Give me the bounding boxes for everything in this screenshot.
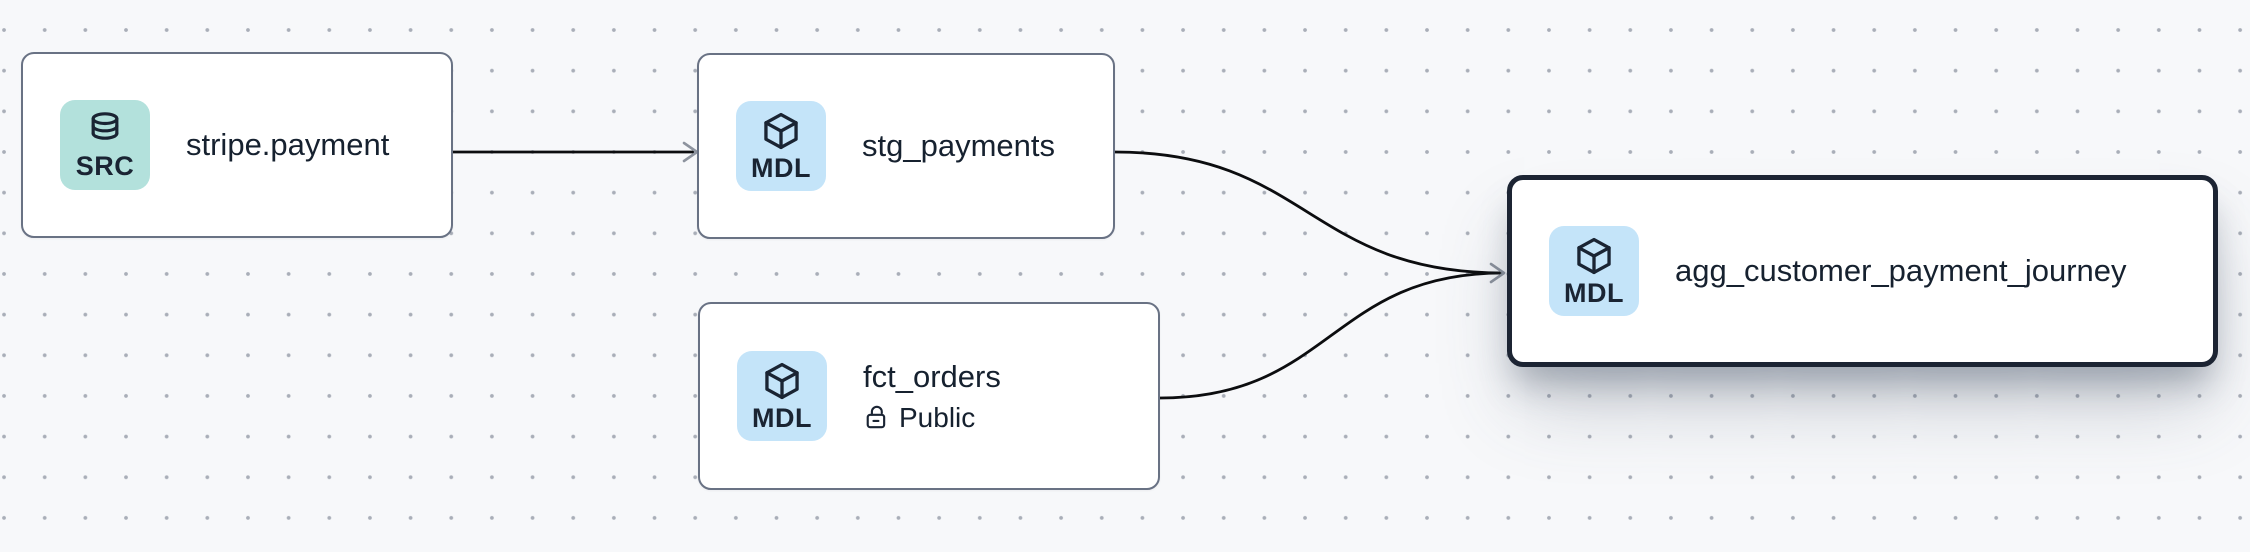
cube-icon bbox=[1577, 237, 1611, 275]
node-title: stg_payments bbox=[862, 127, 1055, 163]
model-type-badge: MDL bbox=[737, 351, 827, 441]
access-level-label: Public bbox=[899, 401, 976, 433]
badge-label: MDL bbox=[752, 403, 812, 433]
edge-stg-payments-to-agg-customer-payment-journey[interactable] bbox=[1114, 150, 1504, 275]
edge-fct-orders-to-agg-customer-payment-journey[interactable] bbox=[1159, 271, 1504, 400]
model-type-badge: MDL bbox=[1549, 226, 1639, 316]
node-agg-customer-payment-journey[interactable]: MDL agg_customer_payment_journey bbox=[1507, 175, 2218, 367]
node-fct-orders[interactable]: MDL fct_orders Public bbox=[698, 302, 1160, 490]
cube-icon bbox=[765, 362, 799, 400]
node-stg-payments[interactable]: MDL stg_payments bbox=[697, 53, 1115, 239]
badge-label: SRC bbox=[75, 151, 135, 181]
node-stripe-payment[interactable]: SRC stripe.payment bbox=[21, 52, 453, 238]
badge-label: MDL bbox=[1564, 278, 1624, 308]
badge-label: MDL bbox=[751, 153, 811, 183]
access-level-row: Public bbox=[863, 401, 976, 433]
source-type-badge: SRC bbox=[60, 100, 150, 190]
node-title: fct_orders bbox=[863, 359, 1001, 395]
model-type-badge: MDL bbox=[736, 101, 826, 191]
arrowhead-into-agg-customer-payment-journey bbox=[1489, 262, 1506, 284]
cube-icon bbox=[764, 112, 798, 150]
node-title: agg_customer_payment_journey bbox=[1675, 252, 2127, 288]
database-icon bbox=[91, 112, 119, 140]
lock-open-icon bbox=[866, 405, 886, 429]
node-title: stripe.payment bbox=[186, 126, 390, 162]
